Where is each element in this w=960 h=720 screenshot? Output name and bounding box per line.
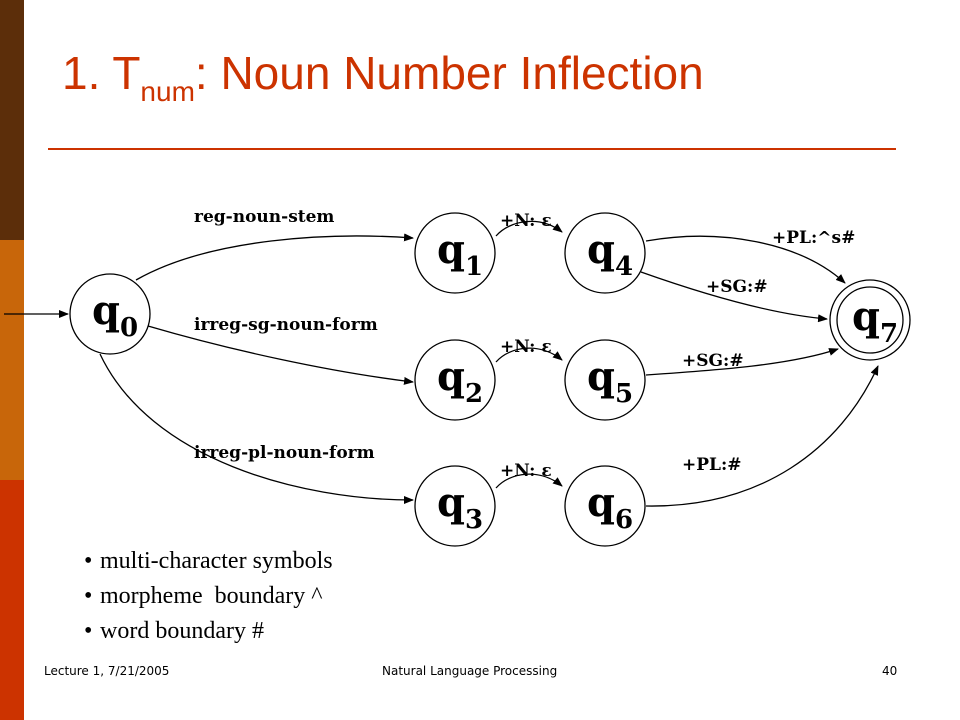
sidebar-accent [0,0,24,720]
bullet-dot-icon: • [84,618,93,644]
transition-q2-q5 [495,347,563,363]
sidebar-segment-dark [0,0,24,240]
transition-q0-q1 [135,233,414,281]
final-state-ring [836,286,904,354]
state-q7: q7 [829,279,911,361]
state-circle [564,339,646,421]
bullet-text: morpheme boundary ^ [100,583,323,609]
transition-label: +SG:# [706,277,768,297]
title-suffix: : Noun Number Inflection [194,47,704,99]
bullet-list: • multi-character symbols • morpheme bound… [84,544,333,649]
state-circle [414,212,496,294]
state-q1: q1 [414,212,496,294]
transition-q3-q6 [495,473,563,489]
transition-q0-q2 [147,325,414,385]
transition-q4-q7 [645,235,846,284]
footer-lecture-date: Lecture 1, 7/21/2005 [44,664,170,678]
state-label: q7 [852,293,898,349]
transition-q5-q7 [645,348,839,376]
transition-q4-q7 [640,271,828,323]
state-label: q4 [587,226,633,282]
state-q5: q5 [564,339,646,421]
state-circle [414,339,496,421]
transition-label: reg-noun-stem [194,207,334,227]
state-label: q1 [437,226,483,282]
state-q0: q0 [69,273,151,355]
transition-q1-q4 [495,220,563,237]
bullet-item: • morpheme boundary ^ [84,579,333,614]
state-q3: q3 [414,465,496,547]
state-label: q5 [587,353,633,409]
state-q4: q4 [564,212,646,294]
bullet-text: multi-character symbols [100,548,333,574]
transition-label: +PL:# [682,455,742,475]
title-prefix: 1. T [62,47,141,99]
transition-label: +N: ε [500,337,552,357]
transition-label: +N: ε [500,461,552,481]
bullet-item: • word boundary # [84,614,333,649]
title-subscript: num [140,76,195,107]
state-circle [69,273,151,355]
sidebar-segment-red [0,480,24,720]
sidebar-segment-orange [0,240,24,480]
transition-label: +N: ε [500,211,552,231]
slide-title: 1. Tnum: Noun Number Inflection [62,47,704,106]
state-circle [564,465,646,547]
state-label: q6 [587,479,633,535]
footer-course-name: Natural Language Processing [382,664,558,678]
state-q2: q2 [414,339,496,421]
state-circle [564,212,646,294]
transition-label: +PL:^s# [772,228,855,248]
bullet-text: word boundary # [100,618,264,644]
title-divider [48,148,896,150]
state-label: q2 [437,353,483,409]
bullet-dot-icon: • [84,548,93,574]
bullet-item: • multi-character symbols [84,544,333,579]
state-label: q0 [92,287,138,343]
bullet-dot-icon: • [84,583,93,609]
transition-label: +SG:# [682,351,744,371]
state-circle [414,465,496,547]
state-circle [829,279,911,361]
state-label: q3 [437,479,483,535]
transition-q0-q3 [99,353,414,504]
state-q6: q6 [564,465,646,547]
footer-page-number: 40 [882,664,898,678]
transition-label: irreg-pl-noun-form [194,443,375,463]
transition-q6-q7 [645,365,879,507]
transition-label: irreg-sg-noun-form [194,315,378,335]
